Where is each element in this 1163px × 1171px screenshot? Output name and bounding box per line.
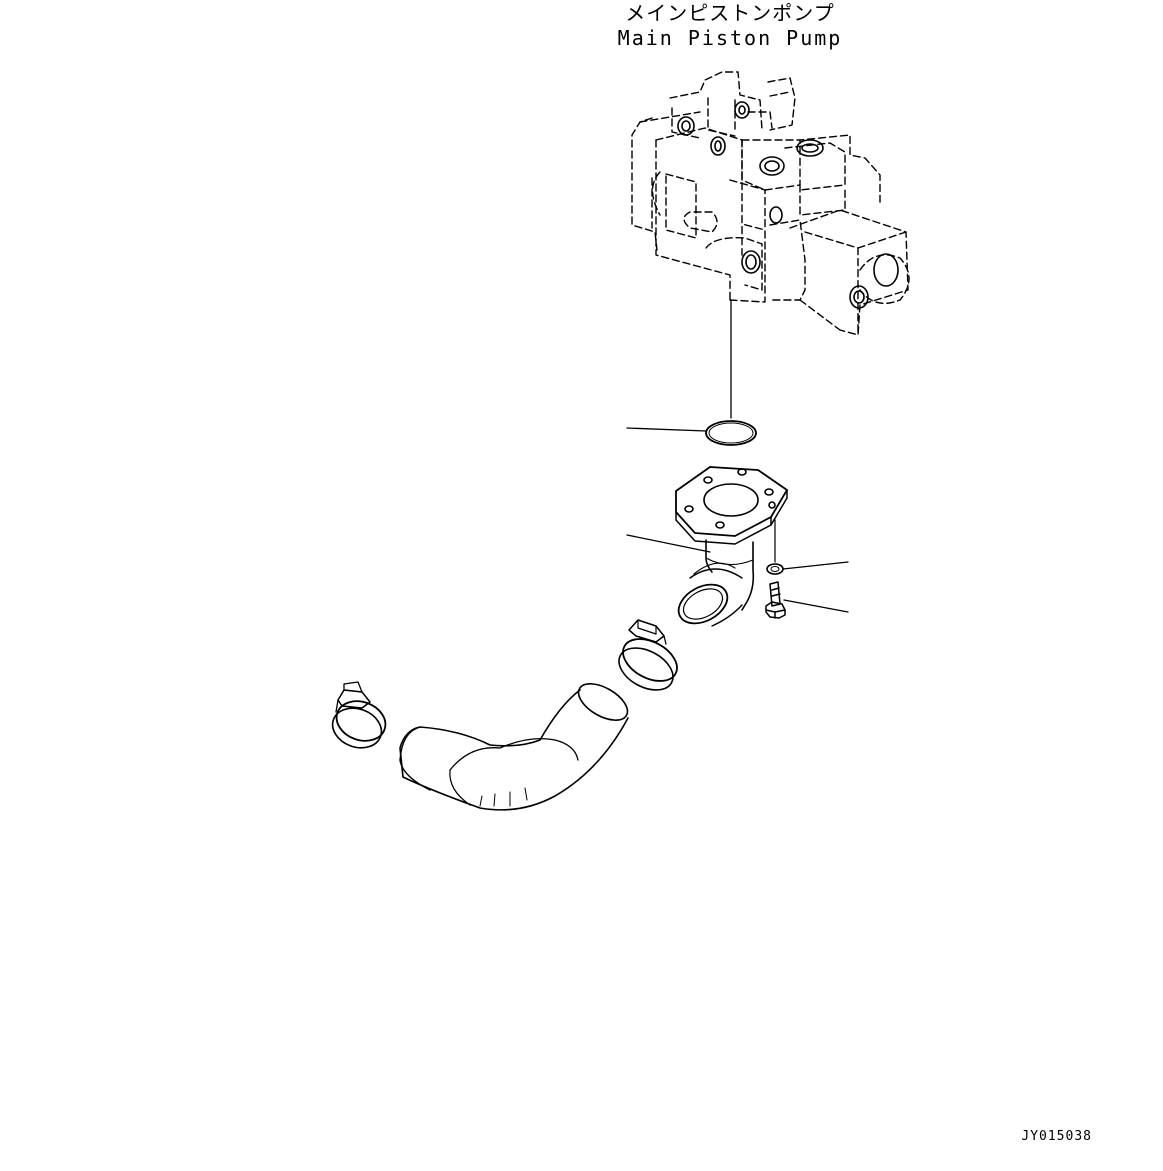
bolt <box>765 581 786 619</box>
main-piston-pump <box>631 71 910 336</box>
hose-clamp-upper <box>618 619 678 691</box>
washer <box>766 563 784 575</box>
leader-o-ring <box>626 427 707 432</box>
leader-elbow <box>626 534 711 553</box>
hose-clamp-lower <box>331 681 387 749</box>
leader-bolt <box>783 599 849 613</box>
drawing-id: JY015038 <box>1021 1129 1092 1144</box>
pump-label-en: Main Piston Pump <box>618 26 843 50</box>
elbow-flange <box>675 466 788 627</box>
leader-lines <box>626 427 849 613</box>
pump-label-jp: メインピストンポンプ <box>625 1 834 25</box>
leader-washer <box>782 561 849 570</box>
hose <box>399 683 629 811</box>
o-ring <box>705 420 757 446</box>
pump-ports <box>677 101 899 309</box>
